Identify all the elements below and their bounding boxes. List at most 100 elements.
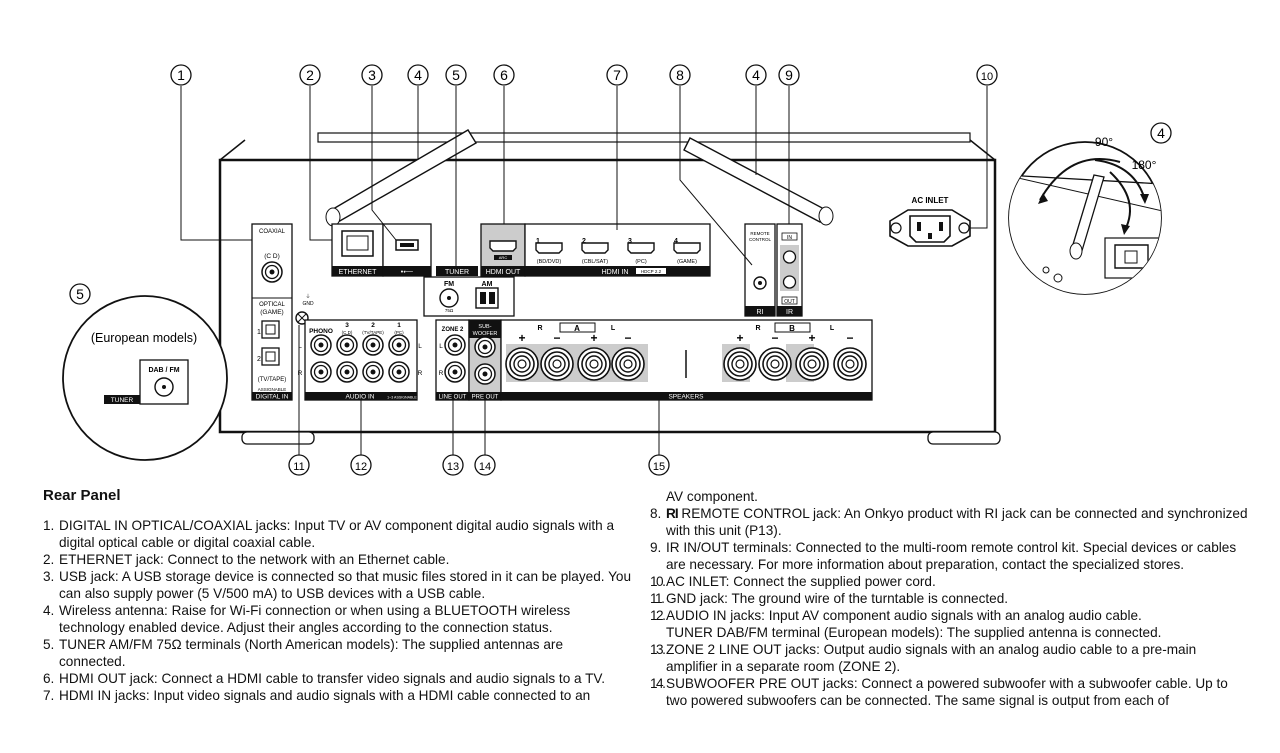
speaker-terminal[interactable] (795, 347, 829, 381)
audio-in-jack[interactable] (388, 334, 410, 356)
minus-label: − (553, 331, 560, 345)
list-item-text: GND jack: The ground wire of the turntab… (666, 591, 1009, 606)
callout-6: 6 (493, 64, 515, 86)
audio-in-jack[interactable] (310, 361, 332, 383)
svg-text:R: R (537, 325, 542, 332)
svg-text:SUB-: SUB- (478, 324, 491, 330)
list-item: 9.IR IN/OUT terminals: Connected to the … (650, 539, 1250, 573)
minus-label: − (771, 331, 778, 345)
ethernet-block: ETHERNET (331, 223, 384, 277)
tuner-label-bar (436, 266, 478, 276)
european-model-inset: (European models) DAB / FM TUNER (62, 295, 228, 461)
callout-9: 9 (778, 64, 800, 86)
svg-text:AC INLET: AC INLET (912, 196, 949, 205)
wireless-antenna-left[interactable] (325, 129, 477, 227)
audio-in-jack[interactable] (310, 334, 332, 356)
list-item: 8. RI REMOTE CONTROL jack: An Onkyo prod… (650, 505, 1250, 539)
list-item-number: 14. (650, 676, 666, 691)
svg-text:LINE OUT: LINE OUT (439, 395, 467, 401)
svg-text:2: 2 (582, 238, 586, 245)
usb-block: •⟵ (382, 223, 432, 277)
svg-text:R: R (439, 370, 444, 377)
list-item-text: AUDIO IN jacks: Input AV component audio… (666, 608, 1142, 623)
tuner-label: TUNER (445, 269, 469, 276)
svg-text:COAXIAL: COAXIAL (259, 229, 286, 235)
hdmi-in-jack-1[interactable]: 1(BD/DVD) (535, 238, 563, 265)
list-item-text: IR IN/OUT terminals: Connected to the mu… (666, 540, 1237, 572)
speaker-terminal[interactable] (611, 347, 645, 381)
rear-panel-diagram: COAXIAL (C D) OPTICAL (GAME) 1 2 (TV/TAP… (62, 64, 1172, 476)
ir-in-jack[interactable] (782, 250, 797, 264)
callout-5: 5 (445, 64, 467, 86)
svg-text:L: L (830, 325, 835, 332)
audio-in-jack[interactable] (336, 334, 358, 356)
digital-in-block: COAXIAL (C D) OPTICAL (GAME) 1 2 (TV/TAP… (251, 223, 293, 401)
list-item-number: 12. (650, 608, 666, 623)
plus-label: + (518, 331, 525, 345)
subwoofer-pre-out-2[interactable] (474, 363, 496, 385)
svg-text:SPEAKERS: SPEAKERS (668, 394, 704, 401)
svg-text:(CBL/SAT): (CBL/SAT) (582, 259, 608, 265)
svg-text:3: 3 (628, 238, 632, 245)
audio-in-jack[interactable] (388, 361, 410, 383)
description-list-left: 1. DIGITAL IN OPTICAL/COAXIAL jacks: Inpu… (43, 517, 633, 704)
hdmi-out-jack[interactable] (489, 240, 517, 252)
svg-text:1: 1 (397, 322, 401, 329)
list-item-number: 10. (650, 574, 666, 589)
list-item-text: SUBWOOFER PRE OUT jacks: Connect a power… (666, 676, 1228, 708)
wireless-antenna-right[interactable] (683, 137, 834, 226)
svg-text:(PC): (PC) (635, 259, 646, 265)
svg-text:⏚: ⏚ (305, 293, 310, 300)
audio-in-jack[interactable] (336, 361, 358, 383)
speaker-terminal[interactable] (833, 347, 867, 381)
callout-2: 2 (299, 64, 321, 86)
audio-in-jack[interactable] (362, 334, 384, 356)
hdmi-in-jack-4[interactable]: 4(GAME) (673, 238, 701, 265)
list-item-text: Wireless antenna: Raise for Wi-Fi connec… (59, 603, 571, 635)
svg-text:(European models): (European models) (91, 331, 197, 345)
svg-text:RI: RI (757, 309, 764, 316)
svg-text:REMOTE: REMOTE (750, 231, 769, 236)
hdmi-in-jack-3[interactable]: 3 (PC) (627, 238, 655, 265)
svg-text:(GAME): (GAME) (677, 259, 697, 265)
hdmi-in-jack-2[interactable]: 2 (CBL/SAT) (581, 238, 609, 265)
svg-text:5: 5 (76, 286, 84, 302)
svg-text:2: 2 (306, 67, 314, 83)
callout-7: 7 (606, 64, 628, 86)
list-item: 3.USB jack: A USB storage device is conn… (43, 568, 633, 602)
audio-in-jack[interactable] (362, 361, 384, 383)
speaker-terminal[interactable] (540, 347, 574, 381)
svg-text:L: L (611, 325, 616, 332)
svg-text:(TV/TAPE): (TV/TAPE) (258, 377, 287, 383)
coaxial-jack[interactable] (261, 261, 283, 283)
list-item: 4.Wireless antenna: Raise for Wi-Fi conn… (43, 602, 633, 636)
svg-text:ASSIGNABLE: ASSIGNABLE (258, 387, 287, 392)
speaker-terminal[interactable] (505, 347, 539, 381)
svg-text:R: R (755, 325, 760, 332)
optical-jack-1[interactable] (261, 320, 280, 339)
optical-jack-2[interactable] (261, 347, 280, 366)
svg-text:R: R (418, 370, 423, 377)
list-item-text: USB jack: A USB storage device is connec… (59, 569, 632, 601)
speaker-terminal[interactable] (577, 347, 611, 381)
callout-13: 13 (442, 454, 464, 476)
ir-out-jack[interactable] (782, 275, 797, 289)
zone2-line-out-l[interactable] (444, 334, 466, 356)
list-item-text: DIGITAL IN OPTICAL/COAXIAL jacks: Input … (59, 518, 615, 550)
svg-text:8: 8 (676, 67, 684, 83)
list-item-number: 1. (43, 518, 55, 533)
speaker-terminal[interactable] (723, 347, 757, 381)
list-item-text: REMOTE CONTROL jack: An Onkyo product wi… (666, 506, 1248, 538)
callout-4: 4 (745, 64, 767, 86)
svg-text:3: 3 (345, 322, 349, 329)
angle-90-label: 90° (1095, 135, 1113, 149)
subwoofer-pre-out-1[interactable] (474, 336, 496, 358)
svg-text:1~3 ASSIGNABLE: 1~3 ASSIGNABLE (387, 396, 417, 400)
svg-text:(GAME): (GAME) (260, 309, 283, 316)
svg-text:L: L (418, 343, 422, 350)
speaker-terminal[interactable] (758, 347, 792, 381)
zone2-line-out-r[interactable] (444, 361, 466, 383)
list-item: 12.AUDIO IN jacks: Input AV component au… (650, 607, 1250, 624)
svg-text:(C D): (C D) (342, 330, 353, 335)
callout-10: 10 (976, 64, 998, 86)
